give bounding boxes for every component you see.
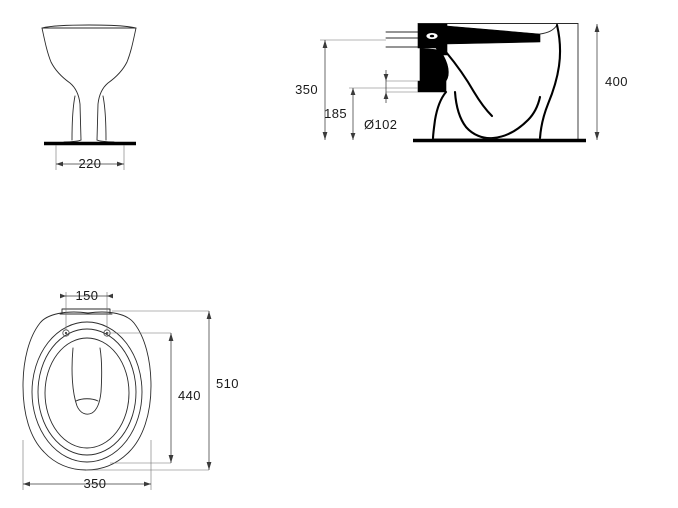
plan-rim-ring-outer: [31, 321, 143, 463]
view-side-section: 350 185 Ø102: [295, 23, 628, 143]
plan-width-label: 350: [84, 476, 107, 491]
plan-water-channel-base: [75, 398, 99, 402]
side-rim-wedge: [446, 25, 541, 45]
plan-width-arrow-left: [23, 481, 30, 487]
bowl-depth-label: 440: [178, 388, 201, 403]
front-inner-line-right: [102, 95, 107, 141]
plan-bowl-opening: [44, 337, 130, 449]
plan-depth-label: 510: [216, 376, 239, 391]
view-plan: 150 350 440: [22, 288, 239, 491]
overall-height-arrow-top: [594, 24, 600, 32]
side-bowl-interior: [444, 50, 494, 118]
dimension-outlet-diameter: Ø102: [364, 70, 418, 132]
side-flush-throat: [419, 47, 449, 82]
outlet-dia-arrow-top: [383, 74, 389, 81]
side-rim-inner-line: [539, 24, 558, 35]
side-trap-curve: [453, 90, 542, 140]
plan-rim-ring-inner: [37, 328, 137, 456]
side-inlet-pipe: [385, 31, 419, 48]
outlet-diameter-label: Ø102: [364, 117, 397, 132]
dimension-hinge-centres: 150: [60, 288, 113, 330]
side-throat-step: [417, 80, 447, 93]
dimension-bowl-depth: 440: [107, 332, 201, 464]
front-inner-line-left: [71, 95, 76, 141]
side-bowl-outer-wall: [538, 23, 562, 140]
hinge-arrow-left: [60, 293, 66, 299]
inlet-height-label: 350: [295, 82, 318, 97]
front-width-arrow-right: [117, 161, 124, 167]
bowl-depth-arrow-bottom: [168, 455, 174, 463]
bowl-depth-arrow-top: [168, 333, 174, 341]
outlet-height-label: 185: [324, 106, 347, 121]
inlet-height-arrow-bottom: [322, 132, 328, 140]
dimension-plan-depth: 510: [86, 310, 239, 471]
dimension-outlet-height: 185: [324, 87, 418, 140]
plan-depth-arrow-bottom: [206, 462, 212, 470]
hinge-arrow-right: [107, 293, 113, 299]
plan-hinge-bar: [61, 308, 111, 315]
front-rim-edge: [41, 24, 137, 29]
dimension-plan-width: 350: [22, 440, 152, 491]
hinge-centres-label: 150: [76, 288, 99, 303]
plan-hinge-hole-left-centre: [64, 331, 68, 335]
inlet-height-arrow-top: [322, 40, 328, 48]
plan-water-channel: [71, 347, 103, 415]
outlet-height-arrow-bottom: [350, 133, 356, 140]
side-pedestal-left-wall: [431, 90, 448, 141]
overall-height-label: 400: [605, 74, 628, 89]
plan-width-arrow-right: [144, 481, 151, 487]
outlet-dia-arrow-bottom: [383, 92, 389, 99]
plan-depth-arrow-top: [206, 311, 212, 319]
inlet-slot-core: [429, 34, 435, 38]
dimension-front-width: 220: [55, 145, 125, 171]
front-width-label: 220: [79, 156, 102, 171]
dimension-inlet-height: 350: [295, 39, 386, 140]
view-front-elevation: 220: [41, 24, 137, 171]
dimension-overall-height: 400: [594, 24, 628, 140]
front-width-arrow-left: [56, 161, 63, 167]
outlet-height-arrow-top: [350, 88, 356, 95]
overall-height-arrow-bottom: [594, 132, 600, 140]
front-pedestal-outline: [41, 27, 137, 141]
